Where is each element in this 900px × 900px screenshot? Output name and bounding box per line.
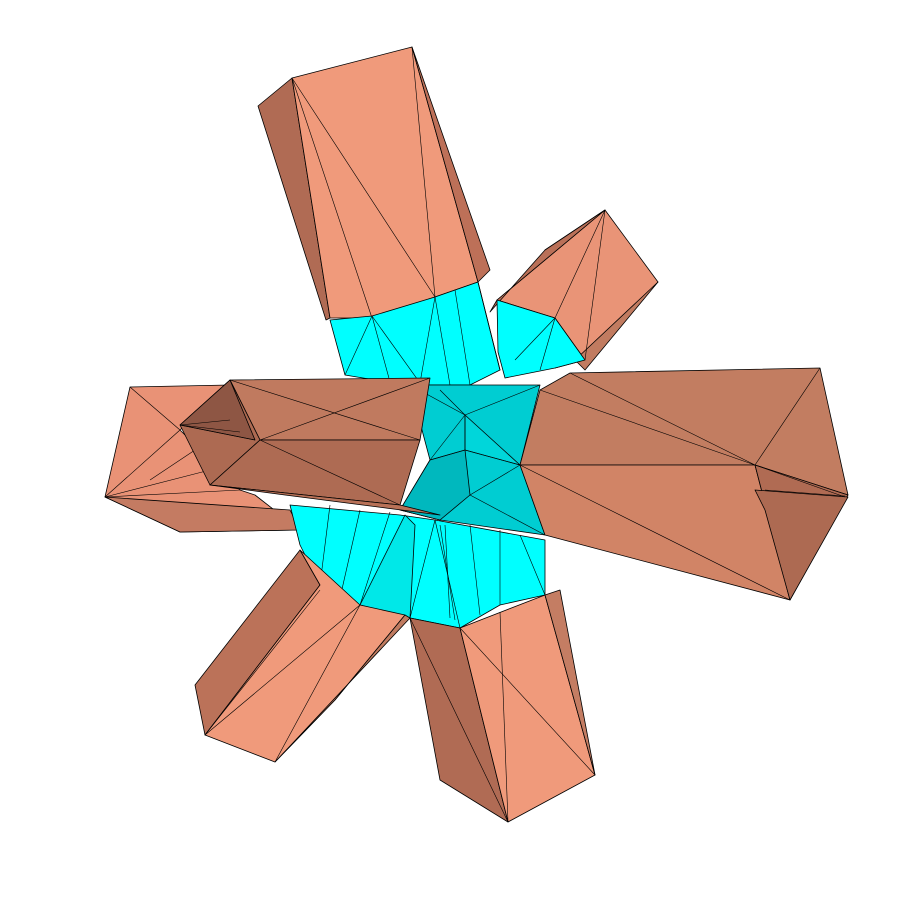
lower-arm xyxy=(409,589,596,823)
core-lower xyxy=(289,504,546,629)
core-center xyxy=(399,384,546,536)
right-arm xyxy=(519,367,849,601)
lower-left-arm xyxy=(194,549,411,763)
core-upper xyxy=(329,281,586,386)
upper-arm xyxy=(257,46,491,321)
front-left-arm xyxy=(179,377,441,516)
